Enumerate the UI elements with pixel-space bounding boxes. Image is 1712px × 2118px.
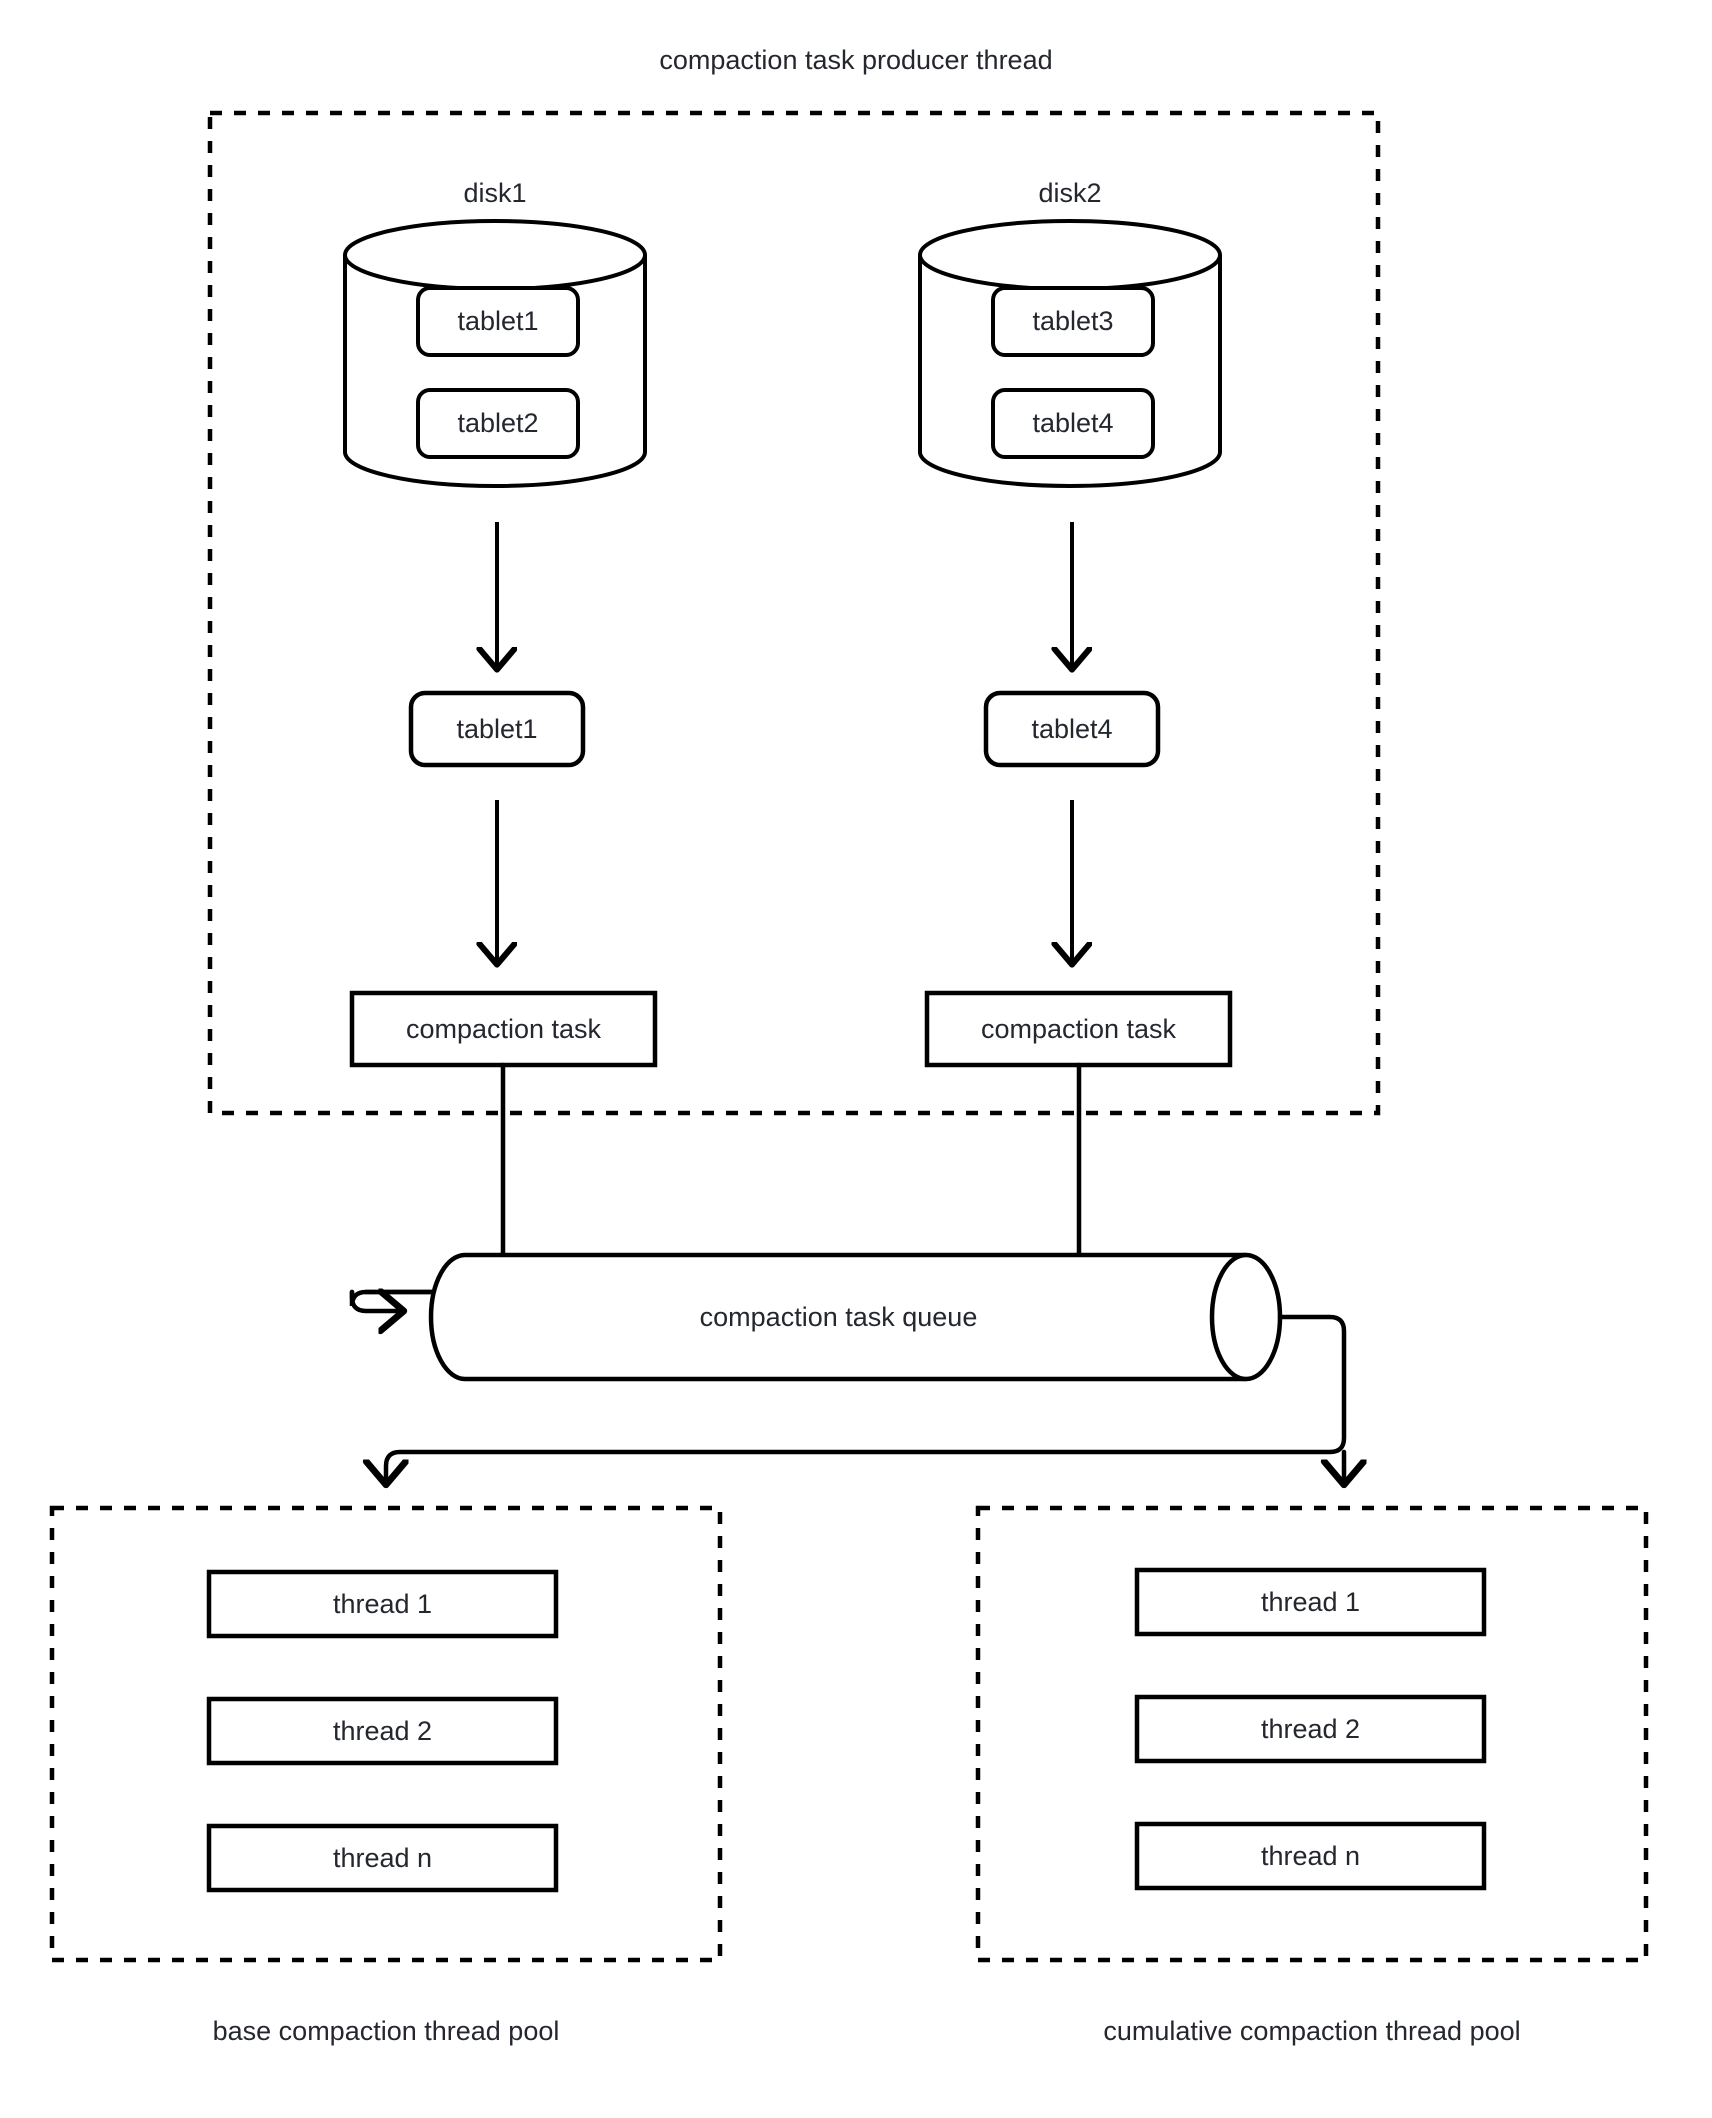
base-pool-thread-box-1 [206,1569,559,1639]
compaction-task-label-right: compaction task [980,1013,1177,1044]
base-pool-thread-box-3 [206,1823,559,1893]
base-compaction-thread-pool-label: base compaction thread pool [212,2016,560,2046]
cumulative-pool-thread-label-3: thread n [1260,1840,1361,1871]
disk2-tablet-2-box [991,388,1155,459]
disk1-tablet-1-box [416,286,580,357]
cumulative-compaction-thread-pool-label: cumulative compaction thread pool [1103,2016,1521,2046]
cumulative-pool-thread-label-1: thread 1 [1260,1586,1361,1617]
disk2-tablet-1-box [991,286,1155,357]
selected-tablet-2-box [983,690,1161,768]
cumulative-pool-thread-box-1 [1134,1567,1487,1637]
queue-output-bus [386,1314,1347,1483]
queue-input-arrow [349,1292,402,1311]
cumulative-compaction-thread-pool-border [975,1505,1649,1963]
compaction-task-box-left [349,990,658,1068]
base-compaction-thread-pool-border [49,1505,723,1963]
disk1-tablet-2-box [416,388,580,459]
cumulative-pool-thread-label-2: thread 2 [1260,1713,1361,1744]
compaction-task-box-right [924,990,1233,1068]
base-pool-thread-box-2 [206,1696,559,1766]
disk2-tablet-1-label: tablet3 [1032,306,1114,336]
base-pool-thread-label-3: thread n [332,1842,433,1873]
selected-tablet-1-label: tablet1 [456,713,538,744]
cumulative-pool-thread-box-3 [1134,1821,1487,1891]
disk1-tablet-1-label: tablet1 [457,306,539,336]
disk2-label: disk2 [1038,178,1102,208]
selected-tablet-1-box [408,690,586,768]
diagram-title: compaction task producer thread [659,45,1053,75]
cumulative-pool-thread-box-2 [1134,1694,1487,1764]
producer-thread-group-border [207,110,1381,1116]
compaction-task-label-left: compaction task [405,1013,602,1044]
disk1-label: disk1 [463,178,527,208]
base-pool-thread-label-2: thread 2 [332,1715,433,1746]
base-pool-thread-label-1: thread 1 [332,1588,433,1619]
disk1-tablet-2-label: tablet2 [457,408,539,438]
compaction-task-queue-label: compaction task queue [699,1301,978,1332]
disk2-tablet-2-label: tablet4 [1032,408,1114,438]
selected-tablet-2-label: tablet4 [1031,713,1113,744]
